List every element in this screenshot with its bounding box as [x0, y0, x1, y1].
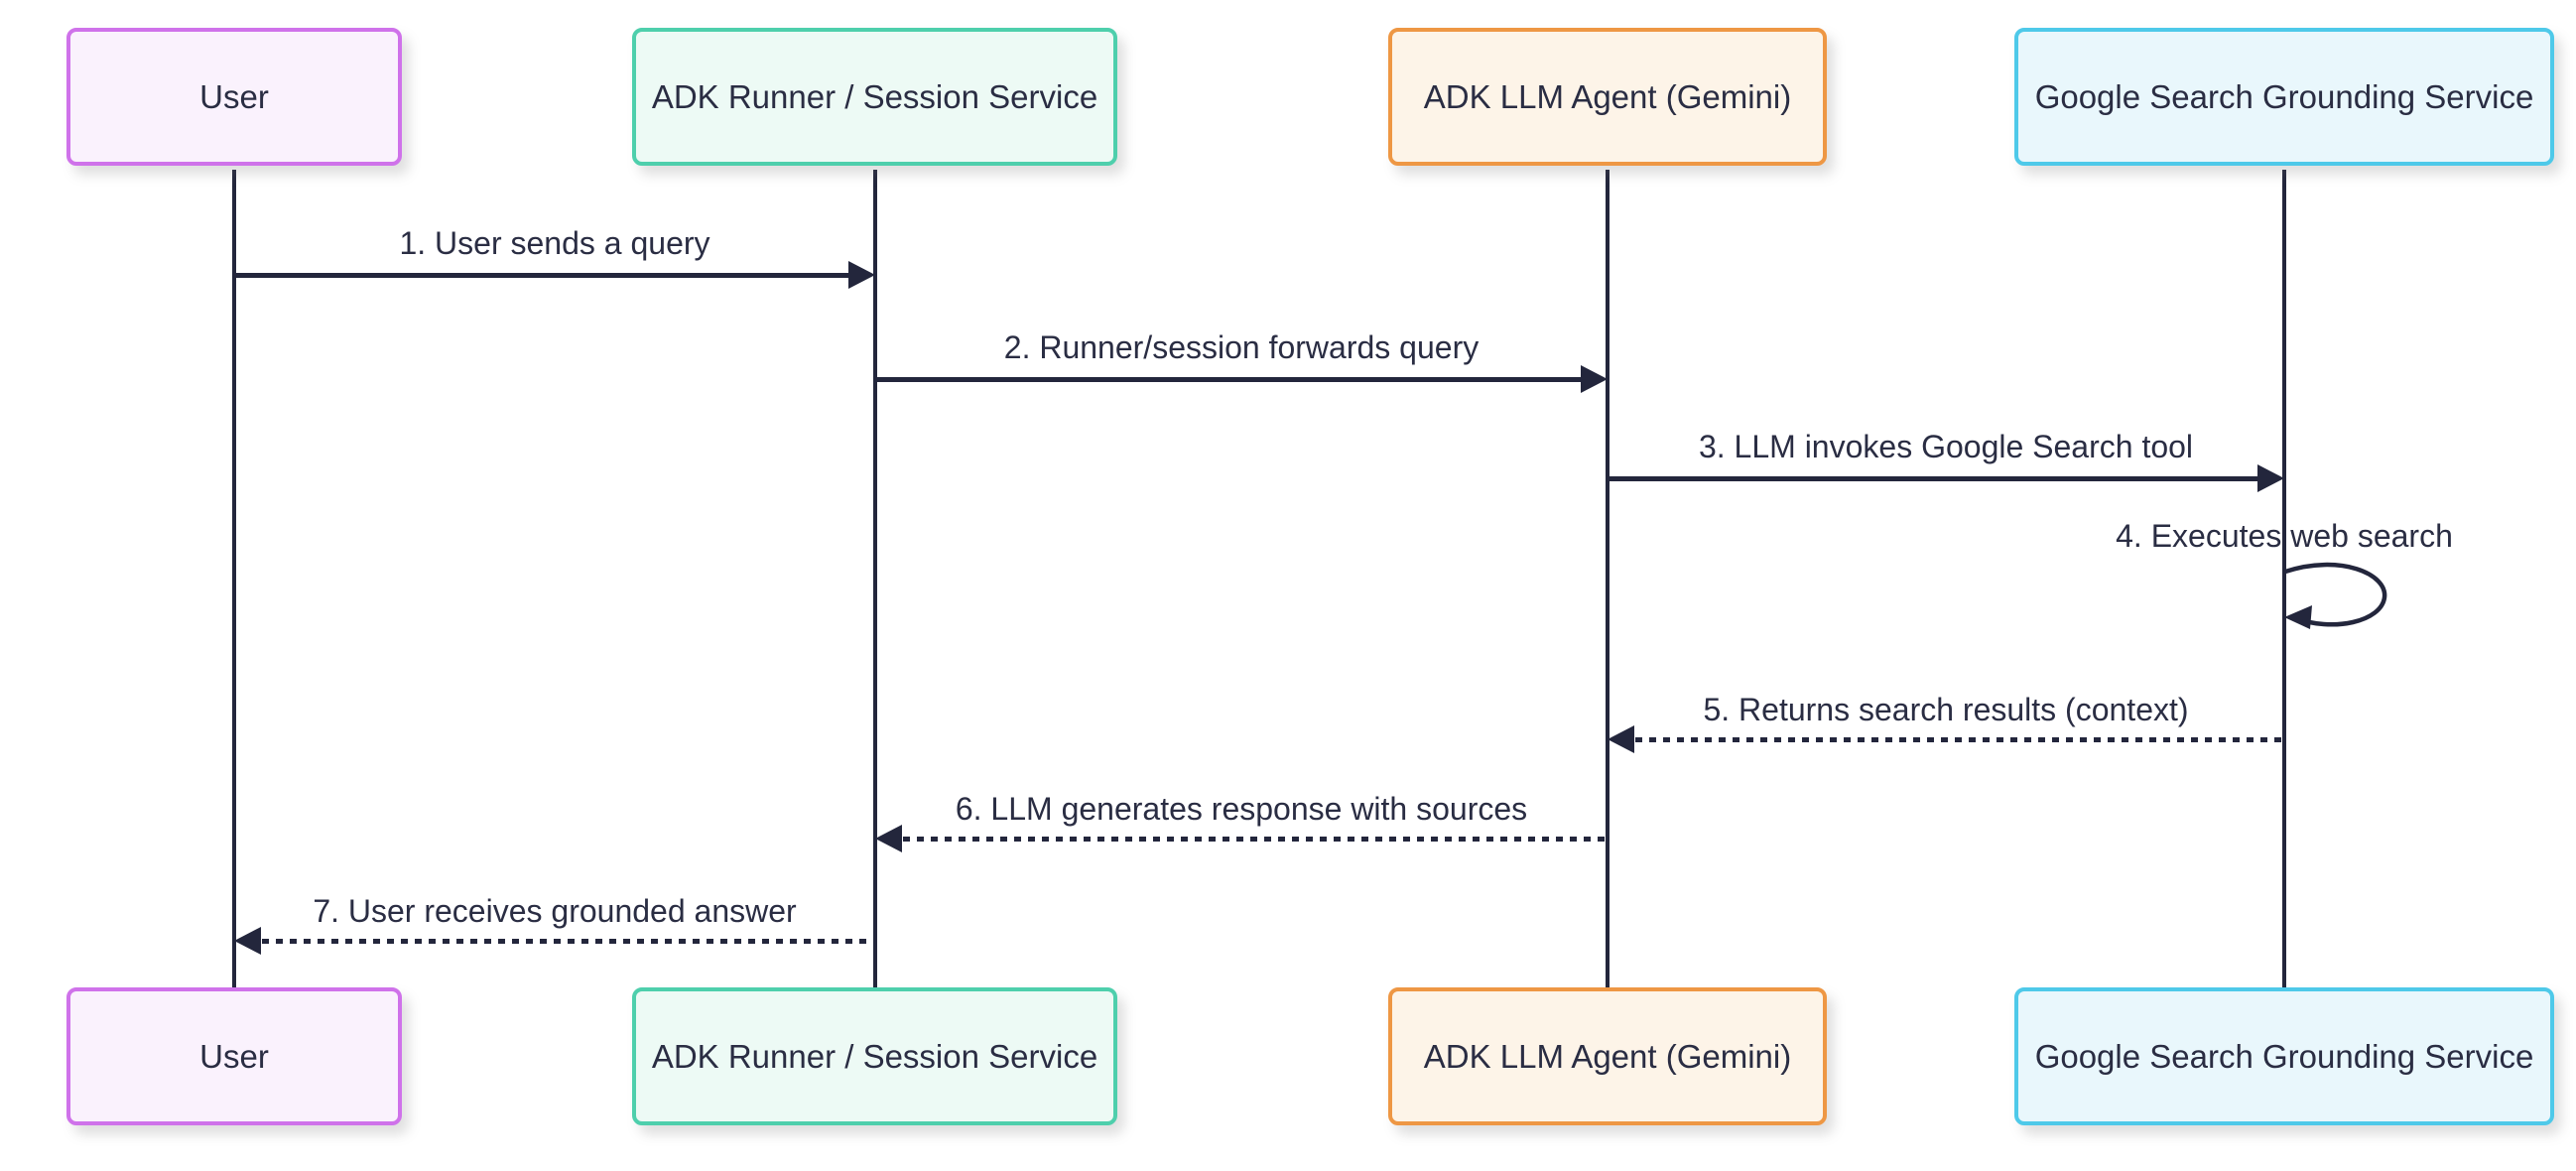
message-6-arrowhead-icon: [875, 825, 902, 852]
actor-box-llm-bottom: ADK LLM Agent (Gemini): [1388, 987, 1827, 1125]
actor-label: Google Search Grounding Service: [2034, 77, 2534, 115]
lifeline-user: [232, 170, 236, 991]
message-7-arrowhead-icon: [234, 927, 261, 955]
actor-label: User: [199, 77, 269, 115]
self-loop-arrow-icon: [2284, 562, 2387, 629]
message-6-line: [903, 837, 1608, 842]
actor-label: ADK LLM Agent (Gemini): [1423, 77, 1792, 115]
message-1-label: 1. User sends a query: [399, 225, 710, 261]
message-5-label: 5. Returns search results (context): [1703, 692, 2189, 727]
actor-label: Google Search Grounding Service: [2034, 1037, 2534, 1075]
actor-box-llm-top: ADK LLM Agent (Gemini): [1388, 28, 1827, 166]
actor-label: ADK Runner / Session Service: [651, 1037, 1098, 1075]
actor-label: ADK LLM Agent (Gemini): [1423, 1037, 1792, 1075]
message-7-label: 7. User receives grounded answer: [313, 893, 797, 929]
message-2-label: 2. Runner/session forwards query: [1003, 329, 1480, 365]
actor-box-google-top: Google Search Grounding Service: [2014, 28, 2554, 166]
message-3-arrowhead-icon: [2257, 464, 2284, 492]
message-1-arrowhead-icon: [848, 261, 875, 289]
message-2-arrowhead-icon: [1581, 365, 1608, 393]
message-1-line: [234, 273, 853, 278]
lifeline-llm: [1606, 170, 1610, 991]
message-5-arrowhead-icon: [1608, 725, 1634, 753]
message-7-line: [262, 939, 873, 944]
lifeline-runner: [873, 170, 877, 991]
actor-box-user-bottom: User: [66, 987, 402, 1125]
message-3-line: [1608, 476, 2258, 481]
actor-label: User: [199, 1037, 269, 1075]
actor-box-runner-top: ADK Runner / Session Service: [632, 28, 1117, 166]
actor-label: ADK Runner / Session Service: [651, 77, 1098, 115]
message-3-label: 3. LLM invokes Google Search tool: [1698, 429, 2194, 464]
actor-box-runner-bottom: ADK Runner / Session Service: [632, 987, 1117, 1125]
actor-box-google-bottom: Google Search Grounding Service: [2014, 987, 2554, 1125]
message-6-label: 6. LLM generates response with sources: [955, 791, 1528, 827]
actor-box-user-top: User: [66, 28, 402, 166]
message-2-line: [875, 377, 1582, 382]
lifeline-google: [2282, 170, 2286, 991]
message-4-label: 4. Executes web search: [2116, 518, 2453, 554]
message-5-line: [1635, 737, 2284, 742]
